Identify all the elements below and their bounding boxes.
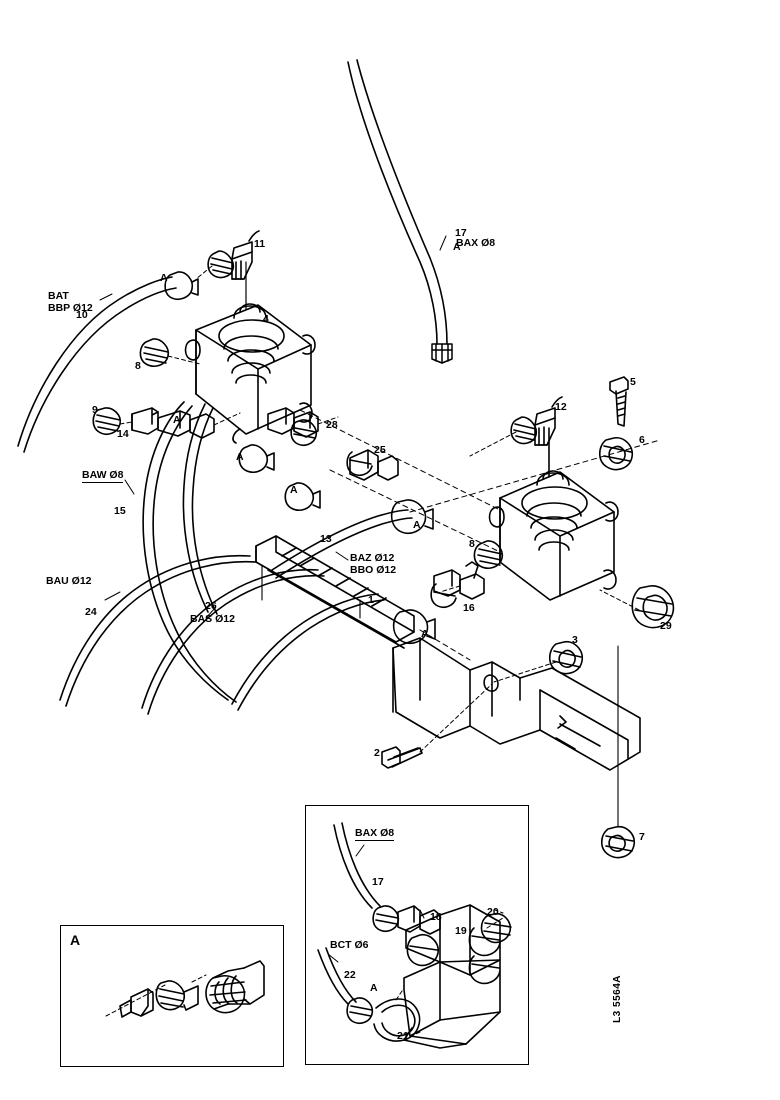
fitting-a-center-right	[390, 499, 434, 534]
part-3-nut	[548, 640, 584, 675]
detail-marker-a-3: A	[290, 484, 298, 496]
callout-24: 24	[85, 606, 97, 618]
callout-26: 26	[205, 600, 217, 612]
fitting-a-center-lower	[392, 609, 436, 644]
hose-bau	[59, 554, 257, 707]
part-8-left	[139, 338, 170, 367]
part-6-washer	[598, 436, 634, 471]
hose-label-bas: BAS Ø12	[190, 613, 235, 625]
callout-8: 8	[469, 538, 475, 550]
part-14-fitting-train	[131, 407, 215, 439]
callout-11: 11	[254, 238, 266, 250]
callout-29: 29	[660, 620, 672, 632]
callout-4: 4	[263, 313, 269, 325]
part-28-cluster	[267, 407, 319, 446]
callout-16: 16	[463, 602, 475, 614]
detail-marker-a-5: A	[421, 628, 429, 640]
detail-marker-a-0: A	[160, 272, 168, 284]
part-5-bolt	[609, 376, 629, 427]
callout-17: 17	[455, 227, 467, 239]
mounting-bracket	[392, 637, 641, 771]
hose-bat-bbp	[17, 276, 177, 453]
hose-baw	[142, 401, 237, 703]
hose-baw-2	[182, 403, 218, 615]
hose-label-bau: BAU Ø12	[46, 575, 92, 587]
callout-7: 7	[639, 831, 645, 843]
callout-5: 5	[630, 376, 636, 388]
hose-bas	[141, 568, 325, 715]
callout-15: 15	[114, 505, 126, 517]
inset-detail-frame	[305, 805, 529, 1065]
callout-9: 9	[92, 404, 98, 416]
callout-13: 13	[320, 533, 332, 545]
callout-8: 8	[135, 360, 141, 372]
detail-view-a-label: A	[70, 932, 81, 948]
callout-6: 6	[639, 434, 645, 446]
part-7-washer	[600, 825, 636, 859]
fitting-a-center-mid	[284, 482, 321, 511]
detail-marker-a-6: A	[453, 241, 461, 253]
part-8-right	[473, 540, 504, 569]
detail-view-a-frame	[60, 925, 284, 1067]
callout-2: 2	[374, 747, 380, 759]
detail-marker-a-7: A	[370, 982, 378, 994]
callout-1: 1	[368, 594, 374, 606]
callout-28: 28	[326, 419, 338, 431]
hose-label-bax-top: BAX Ø8	[456, 237, 496, 249]
hose-extra-lower	[231, 593, 385, 711]
hose-label-baz: BAZ Ø12	[350, 552, 395, 564]
detail-marker-a-4: A	[413, 519, 421, 531]
inset-callout-21: 21	[397, 1030, 409, 1042]
part-9-left	[92, 407, 122, 435]
inset-callout-18: 18	[430, 911, 442, 923]
center-manifold-bar	[255, 535, 415, 649]
hose-end-ferrule-top	[431, 343, 453, 364]
hose-label-bax-inset: BAX Ø8	[355, 827, 395, 842]
part-12-fitting	[510, 396, 563, 446]
callout-12: 12	[555, 401, 567, 413]
hose-label-bct-inset: BCT Ø6	[330, 939, 369, 951]
inset-callout-20: 20	[487, 906, 499, 918]
inset-callout-17: 17	[372, 876, 384, 888]
callout-3: 3	[572, 634, 578, 646]
callout-10: 10	[76, 309, 88, 321]
callout-25: 25	[374, 444, 386, 456]
fitting-11	[207, 230, 260, 280]
callout-14: 14	[117, 428, 129, 440]
hose-baz-bbo	[271, 509, 413, 579]
valve-assembly-left	[184, 261, 316, 444]
detail-marker-a-1: A	[173, 414, 181, 426]
fitting-a-center-left	[238, 444, 275, 473]
hose-label-bat: BAT	[48, 290, 69, 302]
hose-label-bbo: BBO Ø12	[350, 564, 397, 576]
detail-marker-a-2: A	[236, 451, 244, 463]
fitting-a-hose-bat	[164, 271, 199, 300]
part-16-cluster	[430, 561, 485, 608]
hose-label-bbp: BBP Ø12	[48, 302, 93, 314]
inset-callout-19: 19	[455, 925, 467, 937]
hose-bax-top	[347, 59, 448, 345]
hose-label-baw: BAW Ø8	[82, 469, 124, 484]
inset-callout-22: 22	[344, 969, 356, 981]
drawing-number: L3 5564A	[612, 975, 623, 1023]
